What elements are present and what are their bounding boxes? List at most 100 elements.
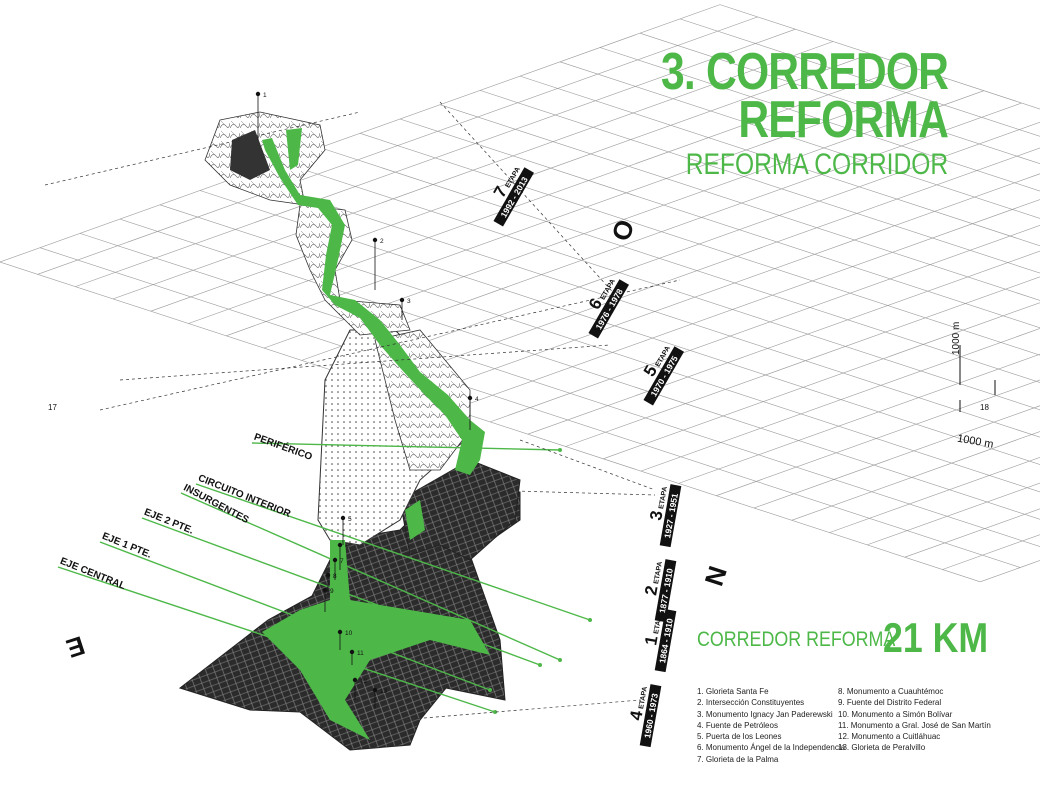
marker-dot bbox=[340, 515, 346, 521]
road-leader-line bbox=[99, 541, 491, 691]
corridor-name: CORREDOR REFORMA bbox=[697, 628, 896, 651]
marker-dot bbox=[322, 587, 328, 593]
legend-item: 1. Glorieta Santa Fe bbox=[697, 687, 769, 696]
grid-line bbox=[904, 508, 1040, 558]
marker-number: 3 bbox=[407, 298, 411, 305]
marker-number: 12 bbox=[360, 678, 368, 685]
marker-dot bbox=[255, 91, 261, 97]
legend-column-1: 1. Glorieta Santa Fe 2. Intersección Con… bbox=[697, 687, 845, 766]
scale-height-label: 1000 m bbox=[951, 322, 962, 355]
marker-number: 7 bbox=[340, 558, 344, 565]
road-leader-dot bbox=[558, 658, 562, 662]
grid-line bbox=[39, 247, 1021, 568]
legend-item: 7. Glorieta de la Palma bbox=[697, 754, 779, 764]
grid-line bbox=[79, 233, 1040, 547]
legend-item: 9. Fuente del Distrito Federal bbox=[838, 698, 942, 708]
marker-dot bbox=[337, 629, 343, 635]
grid-line bbox=[199, 190, 1040, 465]
road-leader-dot bbox=[488, 688, 492, 692]
road-label: PERIFÉRICO bbox=[252, 430, 314, 463]
stage-word: ETAPA bbox=[638, 686, 649, 710]
legend-item: 3. Monumento Ignacy Jan Paderewski bbox=[697, 709, 833, 719]
grid-line bbox=[791, 431, 1040, 521]
title-line-1: 3. CORREDOR bbox=[660, 43, 949, 101]
marker-dot bbox=[325, 572, 331, 578]
road-leader-line bbox=[57, 566, 496, 713]
marker-number: 4 bbox=[475, 396, 479, 403]
grid-line bbox=[639, 32, 1040, 165]
stage-word: ETAPA bbox=[653, 561, 664, 585]
road-leader-dot bbox=[493, 710, 497, 714]
dashed-guides bbox=[44, 101, 681, 721]
grid-line bbox=[319, 147, 1040, 383]
marker-number: 1 bbox=[263, 92, 267, 99]
corridor-km: 21 KM bbox=[883, 614, 989, 661]
stage-number: 1 bbox=[641, 634, 661, 647]
grid-right-number: 18 bbox=[980, 403, 989, 412]
road-leader-line bbox=[141, 517, 541, 666]
stage-word: ETAPA bbox=[658, 486, 669, 510]
stage-years-bg bbox=[654, 559, 677, 623]
green-corridor bbox=[262, 128, 490, 740]
legend-item: 2. Intersección Constituyentes bbox=[697, 698, 805, 708]
stage-years-bg bbox=[654, 609, 677, 673]
marker-number: 6 bbox=[345, 543, 349, 550]
grid-line bbox=[119, 218, 1040, 520]
stage-number: 3 bbox=[646, 509, 666, 522]
road-label: EJE CENTRAL bbox=[58, 556, 127, 592]
legend-item: 8. Monumento a Cuauhtémoc bbox=[838, 687, 944, 696]
subtitle: REFORMA CORRIDOR bbox=[685, 148, 948, 181]
road-leader-line bbox=[180, 492, 561, 661]
marker-dot bbox=[399, 297, 405, 303]
stage-number: 4 bbox=[626, 709, 646, 722]
grid-line bbox=[439, 104, 1040, 301]
corridor-length: CORREDOR REFORMA 21 KM bbox=[697, 614, 988, 661]
marker-number: 2 bbox=[380, 238, 384, 245]
stage-number: 2 bbox=[641, 584, 661, 597]
grid-line bbox=[399, 118, 1040, 329]
grid-line bbox=[603, 302, 1040, 460]
road-leader-dot bbox=[588, 618, 592, 622]
stage-word: ETAPA bbox=[653, 611, 664, 635]
grid-line bbox=[239, 175, 1040, 438]
road-leader-dot bbox=[558, 448, 562, 452]
marker-number: 10 bbox=[345, 630, 353, 637]
compass-north: N bbox=[699, 562, 733, 589]
legend-item: 11. Monumento a Gral. José de San Martín bbox=[838, 720, 991, 730]
legend-item: 12. Monumento a Cuitláhuac bbox=[838, 732, 941, 742]
marker-number: 13 bbox=[380, 688, 388, 695]
road-leader-line bbox=[251, 442, 561, 451]
grid-left-number: 17 bbox=[48, 403, 57, 412]
grid-line bbox=[679, 18, 1040, 137]
legend-item: 6. Monumento Ángel de la Independencia bbox=[697, 743, 846, 753]
stage-years-bg bbox=[639, 684, 662, 748]
stage-years-bg bbox=[588, 279, 629, 339]
marker-dot bbox=[352, 677, 358, 683]
road-leader-lines bbox=[57, 442, 592, 714]
grid-line bbox=[452, 199, 1040, 410]
grid-line bbox=[559, 61, 1040, 219]
marker-number: 11 bbox=[357, 650, 364, 657]
grid-line bbox=[0, 261, 981, 583]
legend-column-2: 8. Monumento a Cuauhtémoc 9. Fuente del … bbox=[838, 687, 991, 755]
grid-line bbox=[159, 204, 1040, 493]
stage-years-bg bbox=[659, 484, 682, 548]
marker-number: 9 bbox=[330, 588, 334, 595]
compass-east: E bbox=[63, 630, 89, 664]
marker-number: 8 bbox=[333, 573, 337, 580]
marker-dot bbox=[372, 687, 378, 693]
grid-line bbox=[719, 4, 1040, 110]
marker-dot bbox=[372, 237, 378, 243]
marker-number: 5 bbox=[348, 516, 352, 523]
title-block: 3. CORREDOR REFORMA REFORMA CORRIDOR bbox=[598, 43, 949, 181]
legend-item: 13. Glorieta de Peralvillo bbox=[838, 743, 926, 753]
title-line-2: REFORMA bbox=[738, 91, 949, 149]
marker-dot bbox=[337, 542, 343, 548]
